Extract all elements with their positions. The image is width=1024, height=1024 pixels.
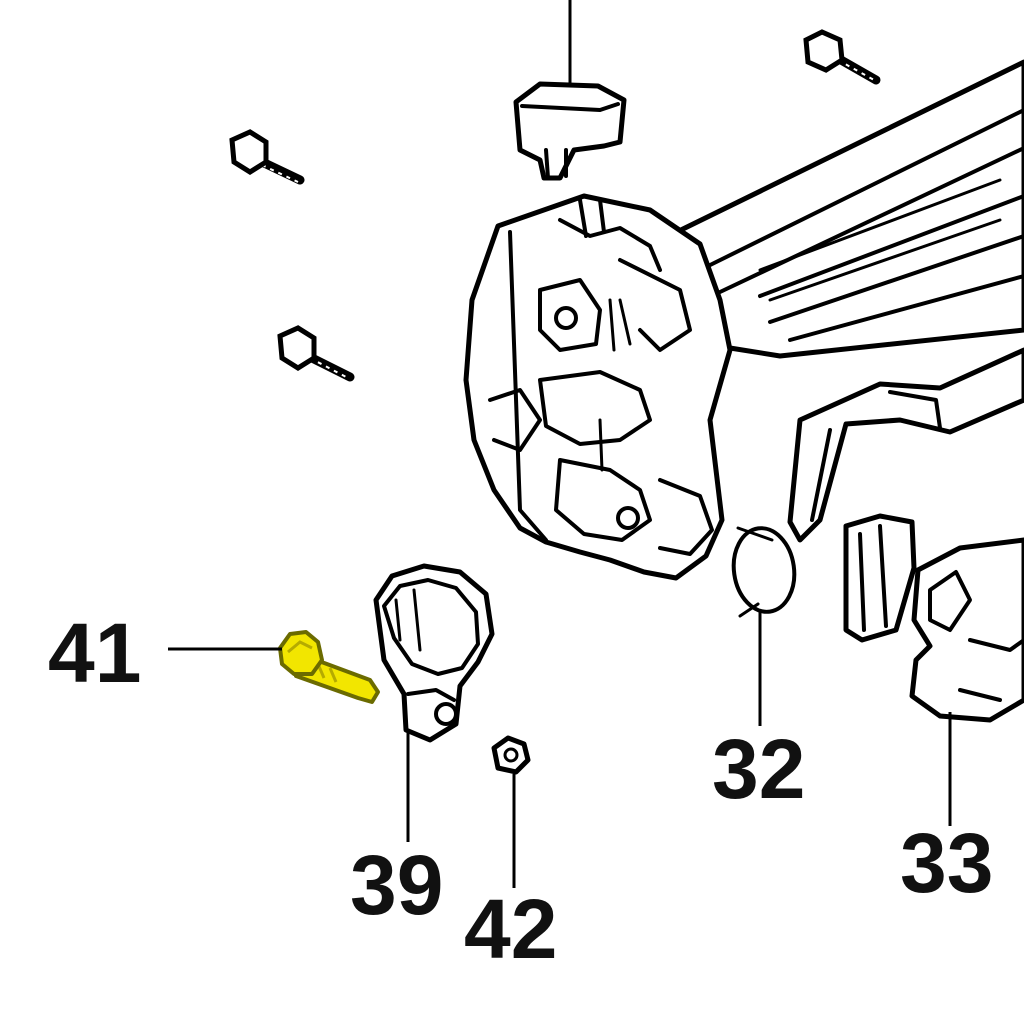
screw-top-right <box>803 29 881 85</box>
switch-part <box>513 0 627 181</box>
callout-33: 33 <box>900 816 993 910</box>
callout-41: 41 <box>48 606 141 700</box>
callout-32: 32 <box>712 722 805 816</box>
main-housing <box>463 59 1024 581</box>
part-33-clamp <box>843 513 1024 723</box>
part-32-oring <box>731 526 797 618</box>
part-39-collar <box>373 563 495 743</box>
callout-42: 42 <box>464 882 557 976</box>
part-42-nut <box>491 735 531 775</box>
screw-top-left <box>229 129 305 185</box>
callout-39: 39 <box>350 838 443 932</box>
screw-middle-left <box>277 325 355 382</box>
part-41-bolt-highlighted[interactable] <box>278 630 380 704</box>
side-bracket <box>787 347 1024 543</box>
